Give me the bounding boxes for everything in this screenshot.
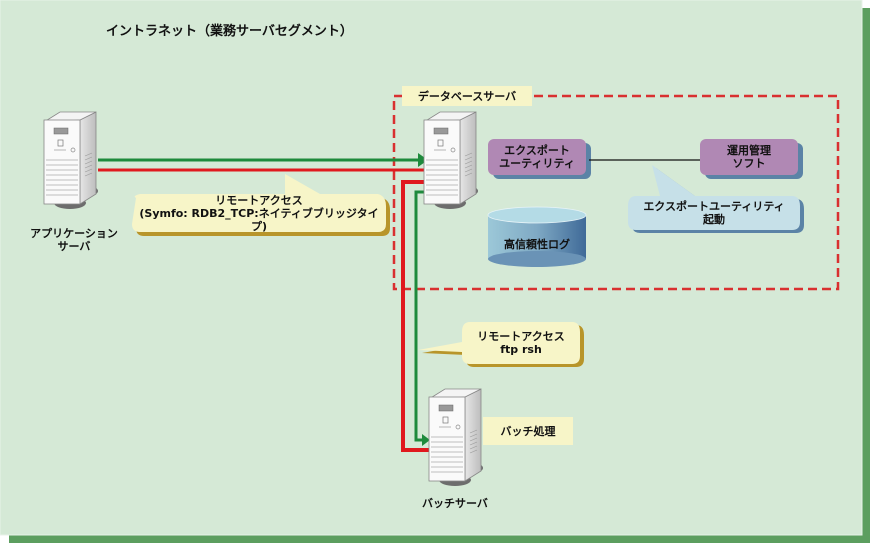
export-utility-line2: ユーティリティ (499, 157, 575, 170)
callout-export-launch-line2: 起動 (703, 213, 725, 226)
export-utility-box[interactable] (488, 139, 586, 175)
app-server-icon[interactable] (43, 111, 99, 210)
ops-mgmt-box[interactable] (700, 139, 798, 175)
db-segment-label-bg (402, 86, 532, 106)
callout-remote-access-db (132, 174, 390, 236)
app-server-label-line1: アプリケーション (30, 227, 118, 240)
batch-process-box[interactable] (483, 417, 573, 445)
callout-remote-access-batch-line2: ftp rsh (500, 343, 542, 356)
arrow-head-db (418, 153, 428, 167)
app-server-label: アプリケーション サーバ (14, 227, 134, 253)
callout-remote-access-db-line1: リモートアクセス (215, 193, 303, 207)
ops-mgmt-line1: 運用管理 (727, 144, 771, 157)
callout-export-launch-text: エクスポートユーティリティ 起動 (628, 196, 800, 230)
green-line-db-batch (414, 190, 428, 442)
callout-remote-access-db-line2: (Symfo: RDB2_TCP:ネイティブブリッジタイプ) (139, 206, 379, 233)
page-title: イントラネット（業務サーバセグメント） (106, 24, 353, 39)
callout-export-launch (628, 165, 804, 233)
ops-mgmt-label: 運用管理 ソフト (700, 139, 798, 175)
red-line-db-batch (401, 180, 432, 452)
db-server-icon[interactable] (423, 111, 479, 210)
log-label: 高信頼性ログ (504, 237, 570, 251)
db-segment-border (392, 94, 840, 291)
callout-remote-access-batch-text: リモートアクセス ftp rsh (462, 322, 580, 364)
export-utility-label: エクスポート ユーティリティ (488, 139, 586, 175)
batch-server-icon[interactable] (428, 388, 484, 487)
ops-mgmt-line2: ソフト (732, 157, 766, 170)
callout-remote-access-batch-line1: リモートアクセス (477, 330, 565, 343)
batch-process-label: バッチ処理 (500, 424, 556, 438)
export-utility-line1: エクスポート (504, 144, 570, 157)
callout-remote-access-batch (418, 322, 584, 367)
log-cylinder-icon[interactable] (487, 206, 587, 267)
db-segment-label: データベースサーバ (417, 90, 517, 103)
callout-export-launch-line1: エクスポートユーティリティ (643, 200, 785, 213)
batch-server-label: バッチサーバ (422, 497, 488, 510)
arrow-head-batch (422, 434, 430, 446)
app-server-label-line2: サーバ (57, 240, 91, 253)
callout-remote-access-db-text: リモートアクセス (Symfo: RDB2_TCP:ネイティブブリッジタイプ) (132, 193, 386, 233)
